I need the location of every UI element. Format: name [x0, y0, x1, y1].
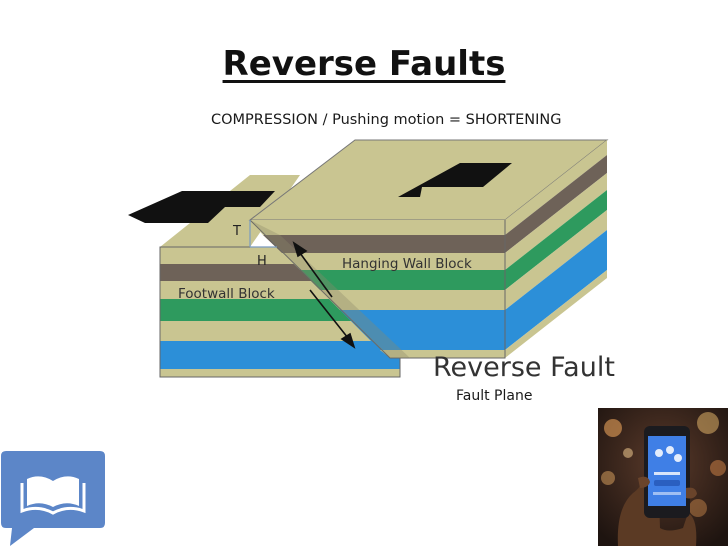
right-compression-arrow [398, 163, 512, 197]
hanging-wall-block [248, 139, 609, 359]
throw-label: T [232, 224, 241, 239]
reverse-fault-label: Reverse Fault [433, 352, 615, 383]
phone-photo [598, 408, 728, 546]
left-compression-arrow [128, 191, 275, 223]
footwall-down-arrow [309, 289, 356, 349]
book-speech-bubble-icon [1, 451, 105, 546]
hanging-wall-up-arrow [292, 241, 333, 298]
fault-plane-label: Fault Plane [456, 388, 533, 404]
heave-label: H [257, 254, 267, 269]
slide-subtitle: COMPRESSION / Pushing motion = SHORTENIN… [211, 112, 562, 128]
throw-heave-markers [249, 220, 277, 248]
reverse-fault-diagram: T H Hanging Wall Block Footwall Block Re… [128, 139, 615, 383]
hanging-wall-label: Hanging Wall Block [342, 256, 472, 272]
footwall-label: Footwall Block [178, 286, 275, 302]
slide-title: Reverse Faults [222, 44, 506, 84]
fault-plane [250, 220, 410, 358]
